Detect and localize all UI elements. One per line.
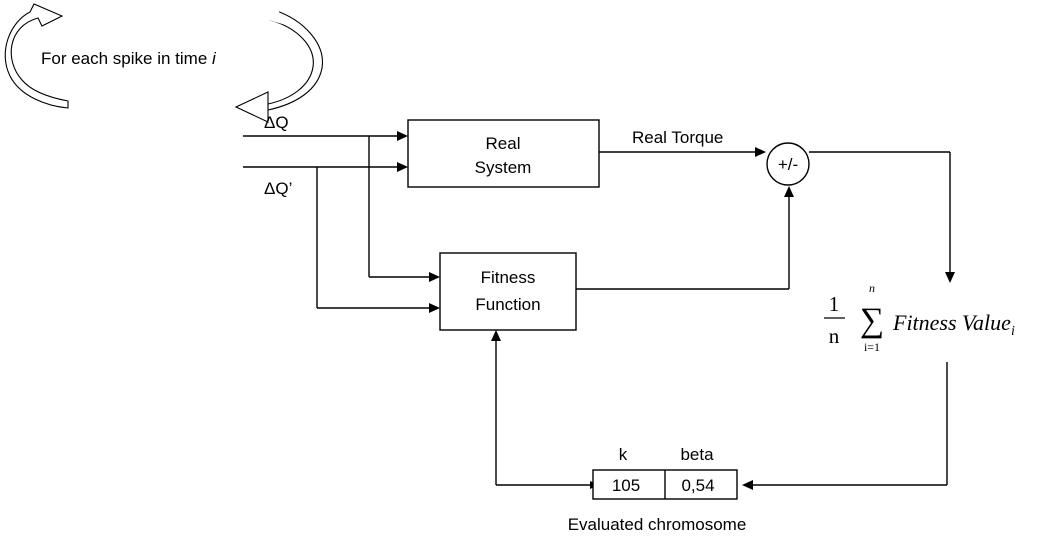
fitness-function-label-line2: Function (475, 295, 540, 314)
chromosome-table: k beta 105 0,54 Evaluated chromosome (568, 445, 747, 534)
sum-junction-label: +/- (778, 155, 798, 174)
formula-lower-limit: i=1 (864, 340, 880, 354)
chromosome-value-beta: 0,54 (681, 476, 714, 495)
average-fitness-formula: 1 n n ∑ i=1 Fitness Valuei (824, 281, 1015, 354)
loop-label: For each spike in time i (41, 49, 217, 68)
chromosome-header-beta: beta (680, 445, 714, 464)
arrowheads (397, 131, 955, 490)
real-torque-label: Real Torque (632, 128, 723, 147)
sum-junction (766, 142, 810, 186)
real-system-block (407, 119, 600, 188)
formula-sigma: ∑ (860, 302, 884, 339)
formula-denominator: n (829, 324, 840, 348)
chromosome-caption: Evaluated chromosome (568, 515, 747, 534)
formula-upper-limit: n (869, 281, 875, 295)
chromosome-header-k: k (619, 445, 628, 464)
delta-q-prime-label: ΔQ’ (264, 179, 292, 198)
fitness-function-label-line1: Fitness (481, 268, 536, 287)
real-system-label-line2: System (475, 158, 532, 177)
formula-term: Fitness Valuei (892, 310, 1015, 339)
chromosome-value-k: 105 (612, 476, 640, 495)
delta-q-label: ΔQ (264, 113, 289, 132)
real-system-label-line1: Real (486, 134, 521, 153)
signal-wires (243, 135, 951, 486)
formula-numerator: 1 (829, 292, 840, 316)
loop-arrows-icon (4, 3, 323, 123)
fitness-function-block (439, 252, 577, 331)
